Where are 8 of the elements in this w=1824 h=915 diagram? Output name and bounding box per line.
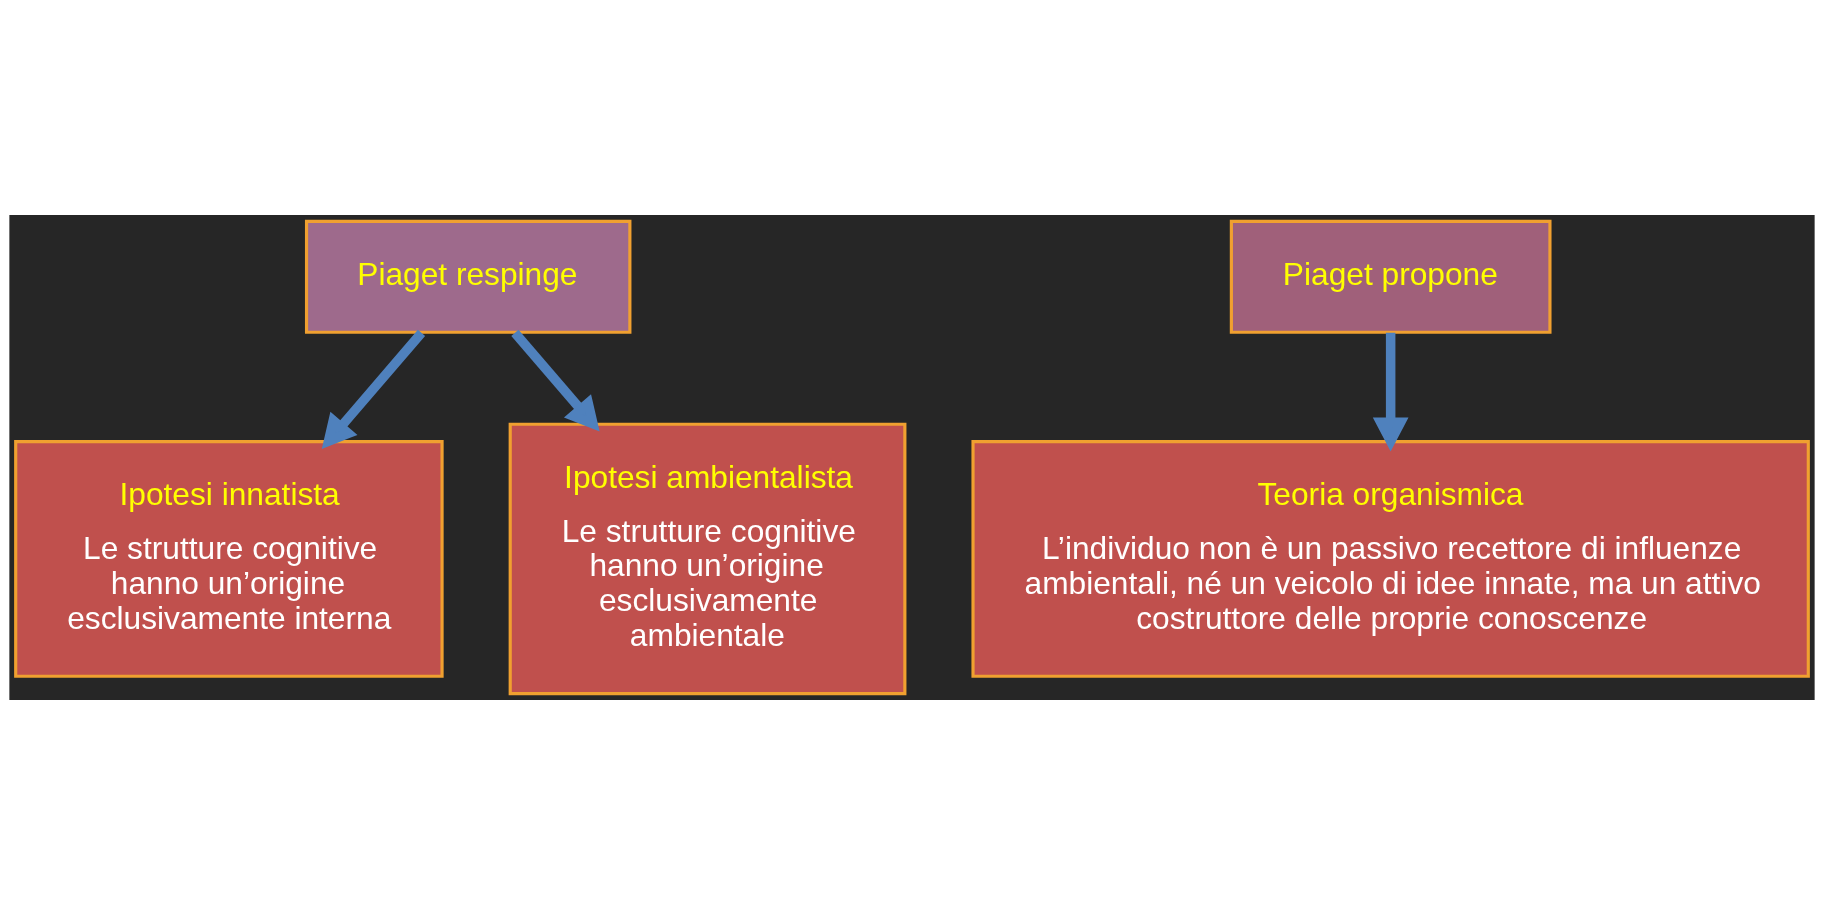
node-box: Ipotesi innatista Le strutture cognitive hanno un’origine esclusivamente interna xyxy=(14,440,444,678)
node-box: Piaget propone xyxy=(1229,219,1552,334)
node-box: Ipotesi ambientalista Le strutture cognitive hanno un’origine esclusivamente ambientale xyxy=(508,422,907,696)
arrow xyxy=(321,329,426,450)
arrow xyxy=(1372,332,1409,452)
node-box: Piaget respinge xyxy=(304,219,632,334)
node-box: Teoria organismica L’individuo non è un passivo recettore di influenze ambientali, né un veicolo di idee innate, ma un attivo costruttore delle proprie conoscenze xyxy=(971,440,1810,678)
arrow xyxy=(511,329,600,432)
